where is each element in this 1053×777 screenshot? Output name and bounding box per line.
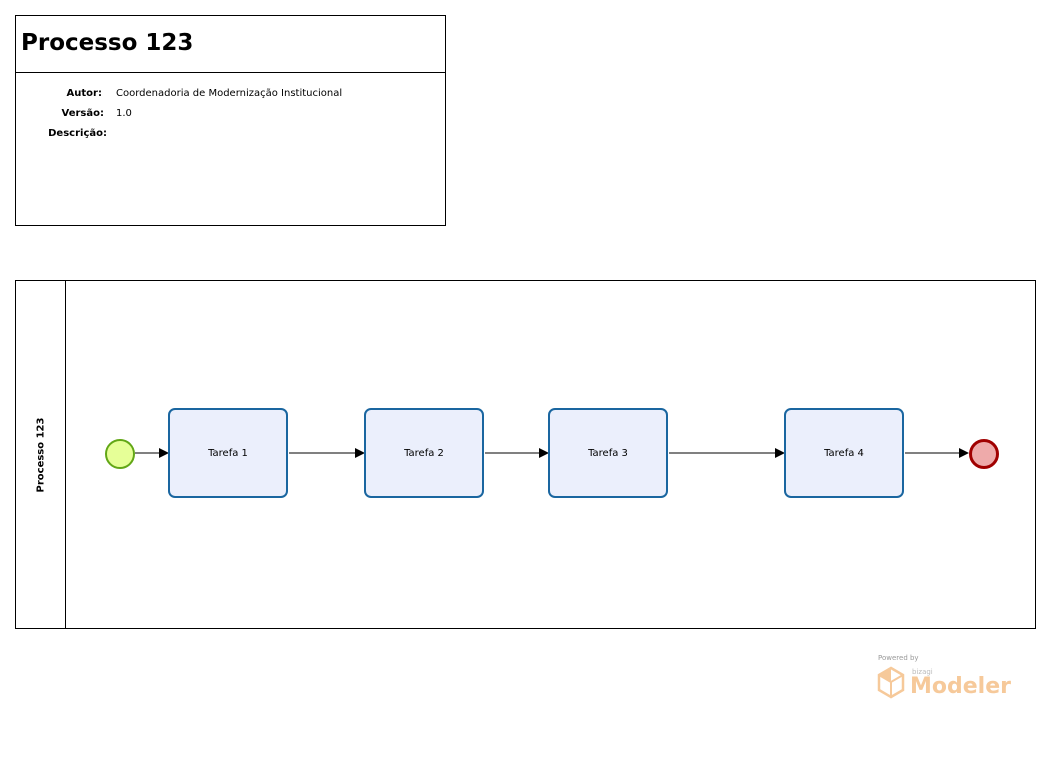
powered-by-text: Powered by xyxy=(878,654,919,662)
task-3-label: Tarefa 3 xyxy=(588,447,628,459)
task-1[interactable]: Tarefa 1 xyxy=(168,408,288,498)
task-1-label: Tarefa 1 xyxy=(208,447,248,459)
process-info-box: Processo 123 Autor: Coordenadoria de Mod… xyxy=(15,15,446,226)
version-value: 1.0 xyxy=(116,108,132,119)
author-value: Coordenadoria de Modernização Institucio… xyxy=(116,88,343,99)
author-label: Autor: xyxy=(66,88,102,99)
task-4[interactable]: Tarefa 4 xyxy=(784,408,904,498)
process-title: Processo 123 xyxy=(16,16,445,73)
task-2-label: Tarefa 2 xyxy=(404,447,444,459)
task-3[interactable]: Tarefa 3 xyxy=(548,408,668,498)
description-label: Descrição: xyxy=(48,128,107,139)
task-2[interactable]: Tarefa 2 xyxy=(364,408,484,498)
version-label: Versão: xyxy=(61,108,104,119)
task-4-label: Tarefa 4 xyxy=(824,447,864,459)
modeler-product-text: Modeler xyxy=(910,674,1011,699)
bizagi-logo-icon xyxy=(877,666,905,699)
bizagi-watermark: Powered by bizagi Modeler xyxy=(876,654,1011,700)
start-event[interactable] xyxy=(105,439,135,469)
bizagi-brand-text: bizagi xyxy=(912,668,933,676)
pool-header[interactable]: Processo 123 xyxy=(16,281,66,628)
end-event[interactable] xyxy=(969,439,999,469)
